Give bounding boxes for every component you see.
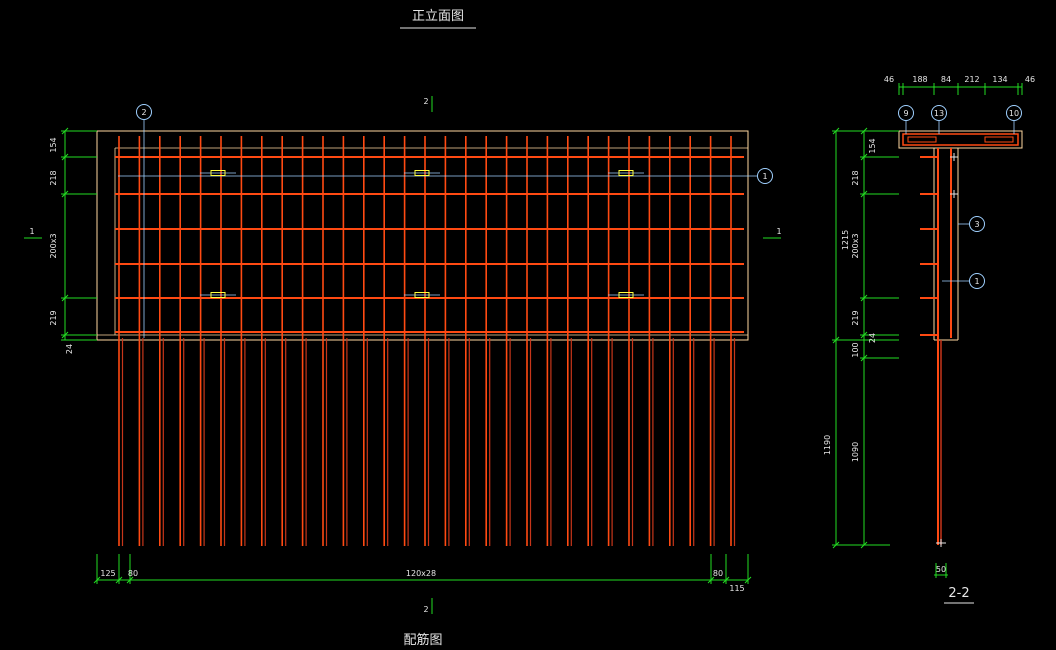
- front-elevation-title: 正立面图: [412, 9, 464, 24]
- section-dim-154: 154: [868, 138, 877, 153]
- main-dim-154: 154: [49, 137, 58, 152]
- main-dim-218: 218: [49, 170, 58, 185]
- callout-grid-1[interactable]: 1: [757, 168, 773, 184]
- callout-rebar-3-label: 3: [974, 220, 979, 229]
- section-dim-84: 84: [941, 75, 951, 84]
- main-dim-200x3: 200x3: [49, 233, 58, 258]
- section-dim-219: 219: [851, 310, 860, 325]
- section-dim-24: 24: [868, 333, 877, 343]
- rebar-drawing-title: 配筋图: [403, 632, 442, 648]
- connector-marker: [200, 170, 236, 176]
- section-dim-46-right: 46: [1025, 75, 1035, 84]
- callout-grid-2-label: 2: [141, 108, 146, 117]
- flange-outline: [898, 130, 1023, 149]
- callout-rebar-10-label: 10: [1009, 109, 1019, 118]
- section-mark-bottom: 2: [423, 598, 433, 614]
- section-dim-200x3: 200x3: [851, 233, 860, 258]
- section-mark-bottom-label: 2: [423, 605, 428, 614]
- section-caption-group: 2-2: [944, 586, 974, 604]
- connector-marker: [608, 170, 644, 176]
- connector-marker: [608, 292, 644, 298]
- section-mark-left: 1: [24, 227, 42, 239]
- main-dim-219: 219: [49, 310, 58, 325]
- section-dim-134: 134: [992, 75, 1007, 84]
- main-dim-115: 115: [729, 584, 744, 593]
- section-mark-top-label: 2: [423, 97, 428, 106]
- main-dim-80-right: 80: [713, 569, 723, 578]
- connector-marker: [200, 292, 236, 298]
- flange-rebar-inner: [907, 136, 937, 143]
- flange-rebar-inner: [984, 136, 1014, 143]
- wall-outline: [96, 130, 749, 341]
- section-mark-right-label: 1: [776, 227, 781, 236]
- section-dim-46-left: 46: [884, 75, 894, 84]
- main-dim-24: 24: [65, 344, 74, 354]
- section-dim-188: 188: [912, 75, 927, 84]
- section-dim-212: 212: [964, 75, 979, 84]
- callout-rebar-3[interactable]: 3: [969, 216, 985, 232]
- connectors: [200, 170, 644, 298]
- callout-rebar-1[interactable]: 1: [969, 273, 985, 289]
- main-elevation: 2 1 2 2 1 1: [24, 96, 782, 614]
- callout-rebar-13[interactable]: 13: [931, 105, 947, 121]
- callout-rebar-9[interactable]: 9: [898, 105, 914, 121]
- main-bottom-dimensions: 125 80 120x28 80 115: [93, 554, 752, 593]
- section-top-dimensions: 46 188 84 212 134 46: [884, 75, 1035, 95]
- callout-rebar-10[interactable]: 10: [1006, 105, 1022, 121]
- section-2-2: 9 13 10 3 1: [898, 105, 1023, 547]
- callout-grid-1-label: 1: [762, 172, 767, 181]
- vertical-rebars: [118, 136, 736, 546]
- front-elevation-title-group: 正立面图: [400, 9, 476, 29]
- callout-rebar-9-label: 9: [903, 109, 908, 118]
- section-dim-1215: 1215: [841, 230, 850, 250]
- connector-marker: [404, 170, 440, 176]
- section-mark-left-label: 1: [29, 227, 34, 236]
- section-dim-1090: 1090: [851, 442, 860, 462]
- callout-grid-2[interactable]: 2: [136, 104, 152, 120]
- main-dim-125: 125: [100, 569, 115, 578]
- main-dim-80-left: 80: [128, 569, 138, 578]
- flange-rebar-outer: [902, 133, 1019, 146]
- section-mark-top: 2: [423, 96, 433, 112]
- section-caption: 2-2: [948, 586, 969, 601]
- section-dim-218: 218: [851, 170, 860, 185]
- section-dim-100: 100: [851, 342, 860, 357]
- section-mark-right: 1: [763, 227, 782, 239]
- callout-rebar-1-label: 1: [974, 277, 979, 286]
- main-dim-120x28: 120x28: [406, 569, 436, 578]
- section-dim-50: 50: [936, 565, 946, 574]
- callout-rebar-13-label: 13: [934, 109, 944, 118]
- section-dim-1190: 1190: [823, 435, 832, 455]
- main-left-dimensions: 154 218 200x3 219 24: [49, 127, 97, 354]
- connector-marker: [404, 292, 440, 298]
- section-left-dimensions: 154 218 1215 200x3 219 24 100 1190 1090 …: [823, 127, 948, 578]
